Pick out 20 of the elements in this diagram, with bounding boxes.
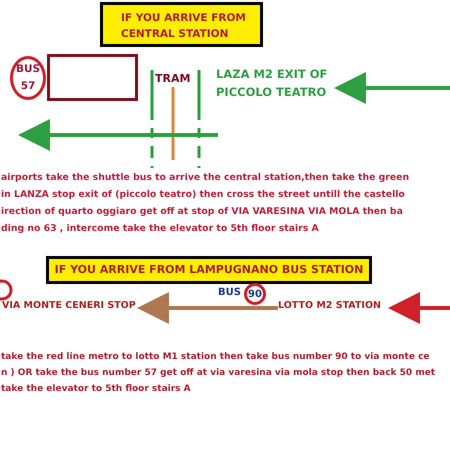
bus-drawing xyxy=(47,54,138,101)
bus-stop-circle: BUS 57 xyxy=(10,56,46,100)
arrow xyxy=(388,292,450,324)
stop-name-text: VIA MONTE CENERI STOP xyxy=(2,300,139,316)
heading-box: IF YOU ARRIVE FROM LAMPUGNANO BUS STATION xyxy=(46,256,372,284)
arrow xyxy=(137,292,278,324)
direction-text: take the red line metro to lotto M1 station then take bus number 90 to via monte ce xyxy=(1,352,430,362)
arrow xyxy=(334,72,450,104)
direction-text: airports take the shuttle bus to arrive the central station,then take the green xyxy=(1,172,410,183)
direction-text: in LANZA stop exit of (piccolo teatro) then cross the street untill the castello xyxy=(1,189,405,200)
direction-text: irection of quarto oggiaro get off at stop of VIA VARESINA VIA MOLA then ba xyxy=(1,206,403,217)
heading-box: IF YOU ARRIVE FROM CENTRAL STATION xyxy=(100,2,263,47)
bus-label: BUS xyxy=(218,287,241,298)
tram-label: TRAM xyxy=(155,72,190,85)
station-exit-text: LAZA M2 EXIT OF PICCOLO TEATRO xyxy=(216,66,336,118)
direction-text: n ) OR take the bus number 57 get off at via varesina via mola stop then back 50 met xyxy=(1,368,436,378)
direction-text: take the elevator to 5th floor stairs A xyxy=(1,384,191,394)
direction-text: ding no 63 , intercome take the elevator to 5th floor stairs A xyxy=(1,223,319,234)
station-name-text: LOTTO M2 STATION xyxy=(278,300,390,316)
bus-number-circle: 90 xyxy=(244,283,266,305)
